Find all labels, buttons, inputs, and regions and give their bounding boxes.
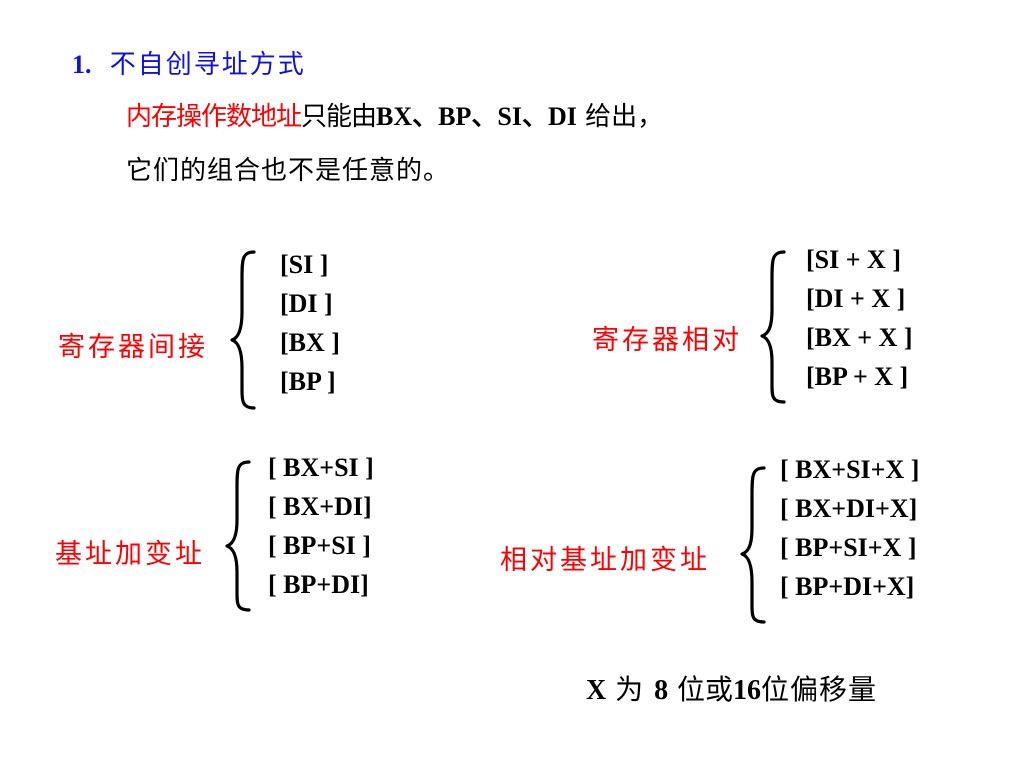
address-mode-item: [SI + X ] — [806, 245, 901, 274]
offset-note: X 为 8 位或16位偏移量 — [586, 668, 877, 708]
group-items-register-relative: [SI + X ] [DI + X ] [BX + X ] [BP + X ] — [806, 240, 913, 396]
address-mode-item: [BP ] — [280, 367, 336, 396]
group-items-register-indirect: [SI ] [DI ] [BX ] [BP ] — [280, 245, 340, 401]
note-text-2: 位或 — [676, 673, 733, 706]
note-bits-8: 8 — [654, 675, 669, 706]
intro-line-1: 内存操作数地址只能由BX、BP、SI、DI 给出， — [126, 96, 663, 133]
address-mode-item: [ BP+SI+X ] — [780, 533, 917, 562]
note-bits-16: 16 — [732, 675, 761, 706]
section-heading: 1. 不自创寻址方式 — [72, 44, 306, 81]
address-mode-item: [DI ] — [280, 289, 333, 318]
intro-highlight: 内存操作数地址 — [126, 102, 302, 132]
brace-icon — [230, 250, 256, 410]
address-mode-item: [BX + X ] — [806, 323, 913, 352]
address-mode-item: [ BP+DI+X] — [780, 572, 915, 601]
group-label-register-indirect: 寄存器间接 — [58, 332, 208, 363]
group-label-base-index: 基址加变址 — [55, 539, 205, 570]
note-text-1: 为 — [615, 673, 646, 706]
group-items-base-index: [ BX+SI ] [ BX+DI] [ BP+SI ] [ BP+DI] — [268, 448, 374, 604]
address-mode-item: [ BP+DI] — [268, 570, 369, 599]
heading-number: 1. — [72, 50, 92, 79]
address-mode-item: [DI + X ] — [806, 284, 906, 313]
address-mode-item: [ BX+DI] — [268, 492, 372, 521]
group-items-relative-base-index: [ BX+SI+X ] [ BX+DI+X] [ BP+SI+X ] [ BP+… — [780, 450, 919, 606]
brace-icon — [740, 466, 766, 624]
heading-title: 不自创寻址方式 — [109, 50, 306, 80]
address-mode-item: [ BP+SI ] — [268, 531, 371, 560]
intro-registers: BX、BP、SI、DI — [376, 102, 577, 131]
group-label-register-relative: 寄存器相对 — [592, 325, 742, 356]
intro-line-2: 它们的组合也不是任意的。 — [126, 156, 451, 186]
note-text-3: 位偏移量 — [760, 673, 877, 706]
address-mode-item: [BP + X ] — [806, 362, 909, 391]
address-mode-item: [ BX+SI+X ] — [780, 455, 920, 484]
intro-prefix: 只能由 — [301, 102, 377, 132]
brace-icon — [225, 460, 251, 612]
address-mode-item: [SI ] — [280, 250, 329, 279]
address-mode-item: [ BX+SI ] — [268, 453, 374, 482]
address-mode-item: [ BX+DI+X] — [780, 494, 918, 523]
intro-suffix: 给出， — [576, 102, 664, 132]
brace-icon — [760, 250, 786, 404]
group-label-relative-base-index: 相对基址加变址 — [500, 545, 710, 576]
address-mode-item: [BX ] — [280, 328, 340, 357]
note-variable: X — [586, 675, 607, 706]
